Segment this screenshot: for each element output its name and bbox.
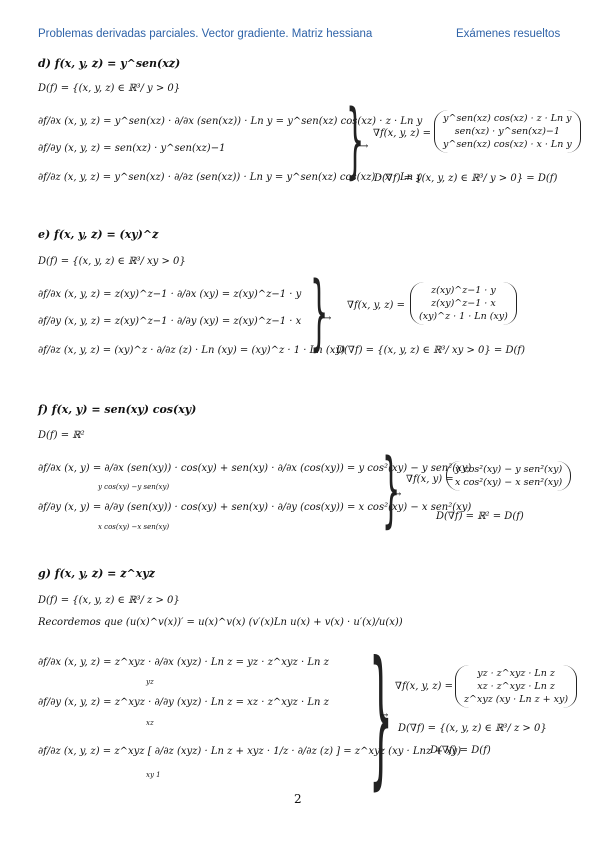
section-f-domain: D(f) = ℝ² (38, 430, 85, 441)
section-g-brace: } (369, 630, 393, 804)
section-f-eq1: ∂f/∂x (x, y) = ∂/∂x (sen(xy)) · cos(xy) … (38, 463, 472, 474)
section-g-arrow: → (380, 710, 389, 721)
section-e-grad-comp-1: z(xy)^z−1 · y (431, 285, 496, 296)
section-d-grad-comp-1: y^sen(xz) cos(xz) · z · Ln y (443, 113, 572, 124)
section-g-eq3-underbrace: xy 1 (146, 771, 161, 779)
section-e-arrow: → (323, 313, 332, 324)
section-f-title: f) f(x, y) = sen(xy) cos(xy) (38, 403, 197, 416)
section-f-brace: } (382, 442, 401, 537)
section-d-grad-domain: D(∇f) = {(x, y, z) ∈ ℝ³/ y > 0} = D(f) (374, 173, 558, 184)
section-e-eq1: ∂f/∂x (x, y, z) = z(xy)^z−1 · ∂/∂x (xy) … (38, 289, 302, 300)
section-g-grad-vector: yz · z^xyz · Ln z xz · z^xyz · Ln z z^xy… (455, 665, 578, 708)
section-g-grad-label: ∇f(x, y, z) = (395, 681, 453, 692)
section-e-grad-comp-2: z(xy)^z−1 · x (431, 298, 496, 309)
section-d-eq2: ∂f/∂y (x, y, z) = sen(xz) · y^sen(xz)−1 (38, 143, 226, 154)
section-g-domain: D(f) = {(x, y, z) ∈ ℝ³/ z > 0} (38, 595, 180, 606)
section-f-eq1-underbrace: y cos(xy) −y sen(xy) (98, 483, 170, 491)
section-d-grad-comp-3: y^sen(xz) cos(xz) · x · Ln y (443, 139, 572, 150)
section-g-recall: Recordemos que (u(x)^v(x))′ = u(x)^v(x) … (38, 617, 403, 628)
section-d-arrow: → (360, 141, 369, 152)
section-e-domain: D(f) = {(x, y, z) ∈ ℝ³/ xy > 0} (38, 256, 186, 267)
section-e-grad-comp-3: (xy)^z · 1 · Ln (xy) (419, 311, 508, 322)
section-f-grad-vector: y cos²(xy) − y sen²(xy) x cos²(xy) − x s… (446, 461, 572, 491)
section-g-eq2: ∂f/∂y (x, y, z) = z^xyz · ∂/∂y (xyz) · L… (38, 697, 329, 708)
section-d-domain: D(f) = {(x, y, z) ∈ ℝ³/ y > 0} (38, 83, 181, 94)
section-d-eq1: ∂f/∂x (x, y, z) = y^sen(xz) · ∂/∂x (sen(… (38, 116, 423, 127)
section-e-grad-vector: z(xy)^z−1 · y z(xy)^z−1 · x (xy)^z · 1 ·… (410, 282, 517, 325)
section-f-grad-comp-1: y cos²(xy) − y sen²(xy) (455, 464, 563, 475)
section-f-grad-label: ∇f(x, y) = (406, 474, 454, 485)
section-g-eq1-underbrace: yz (146, 678, 154, 686)
section-e-grad-label: ∇f(x, y, z) = (347, 300, 405, 311)
section-d-grad-comp-2: sen(xz) · y^sen(xz)−1 (454, 126, 560, 137)
section-e-eq2: ∂f/∂y (x, y, z) = z(xy)^z−1 · ∂/∂y (xy) … (38, 316, 302, 327)
section-f-eq2: ∂f/∂y (x, y) = ∂/∂y (sen(xy)) · cos(xy) … (38, 502, 472, 513)
section-g-grad-comp-1: yz · z^xyz · Ln z (477, 668, 555, 679)
section-e-grad-domain: D(∇f) = {(x, y, z) ∈ ℝ³/ xy > 0} = D(f) (336, 345, 525, 356)
section-e-eq3: ∂f/∂z (x, y, z) = (xy)^z · ∂/∂z (z) · Ln… (38, 345, 345, 356)
header-right: Exámenes resueltos (456, 28, 561, 40)
section-g-eq1: ∂f/∂x (x, y, z) = z^xyz · ∂/∂x (xyz) · L… (38, 657, 329, 668)
section-d-grad-vector: y^sen(xz) cos(xz) · z · Ln y sen(xz) · y… (434, 110, 581, 153)
section-g-grad-domain-1: D(∇f) = {(x, y, z) ∈ ℝ³/ z > 0} (398, 723, 547, 734)
section-d-eq3: ∂f/∂z (x, y, z) = y^sen(xz) · ∂/∂z (sen(… (38, 172, 422, 183)
section-f-eq2-underbrace: x cos(xy) −x sen(xy) (98, 523, 170, 531)
section-g-title: g) f(x, y, z) = z^xyz (38, 567, 155, 580)
section-g-grad-comp-3: z^xyz (xy · Ln z + xy) (464, 694, 569, 705)
section-f-grad-domain: D(∇f) = ℝ² = D(f) (436, 511, 524, 522)
section-d-grad-label: ∇f(x, y, z) = (373, 128, 431, 139)
section-g-grad-domain-2: D(∇f) = D(f) (430, 745, 491, 756)
section-e-brace: } (310, 265, 329, 360)
section-f-arrow: → (393, 489, 402, 500)
header-left: Problemas derivadas parciales. Vector gr… (38, 28, 373, 40)
section-g-eq2-underbrace: xz (146, 719, 154, 727)
section-f-grad-comp-2: x cos²(xy) − x sen²(xy) (455, 477, 563, 488)
page-number: 2 (294, 792, 302, 806)
section-g-eq3: ∂f/∂z (x, y, z) = z^xyz [ ∂/∂z (xyz) · L… (38, 746, 462, 757)
section-d-title: d) f(x, y, z) = y^sen(xz) (38, 57, 181, 70)
section-e-title: e) f(x, y, z) = (xy)^z (38, 228, 159, 241)
section-d-brace: } (346, 93, 365, 188)
section-g-grad-comp-2: xz · z^xyz · Ln z (477, 681, 555, 692)
